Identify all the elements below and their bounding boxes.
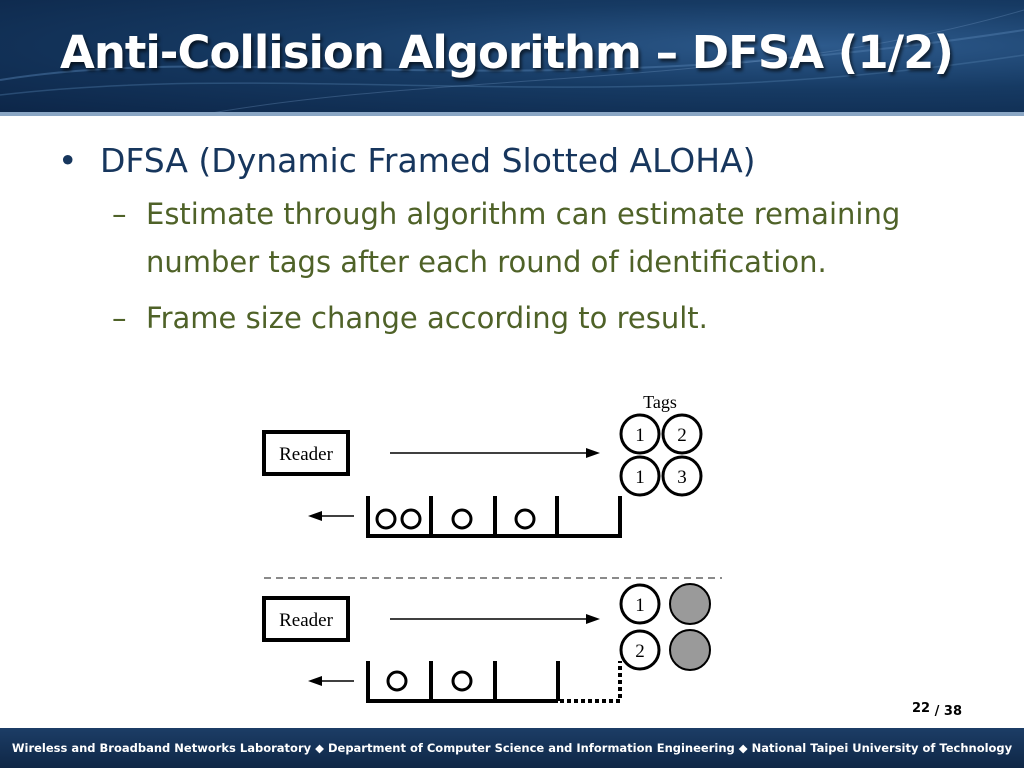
bullet-item: • DFSA (Dynamic Framed Slotted ALOHA): [58, 138, 958, 184]
reader-box-bottom: Reader: [262, 596, 350, 642]
header-divider: [0, 112, 1024, 116]
arrow-left-bottom: [308, 676, 354, 686]
tag-circle: 2: [619, 629, 661, 671]
dash-marker: –: [112, 197, 127, 231]
sub-bullet-text: Frame size change according to result.: [146, 301, 708, 335]
slide-header: Anti-Collision Algorithm – DFSA (1/2): [0, 0, 1024, 115]
tags-label: Tags: [643, 392, 677, 412]
arrow-left-top: [308, 511, 354, 521]
dash-marker: –: [112, 301, 127, 335]
bullet-list: • DFSA (Dynamic Framed Slotted ALOHA) – …: [58, 138, 958, 342]
page-number: 22 / 38: [912, 701, 962, 719]
tag-circle: 1: [619, 413, 661, 455]
page-total: / 38: [934, 704, 962, 719]
identified-tag-circle: [669, 629, 711, 671]
tag-circle: 1: [619, 583, 661, 625]
reader-label: Reader: [279, 444, 333, 465]
reader-box-top: Reader: [262, 430, 350, 476]
identified-tag-circle: [669, 583, 711, 625]
reader-label: Reader: [279, 610, 333, 631]
sub-bullet-item: – Frame size change according to result.: [112, 294, 958, 342]
tag-circle: 3: [661, 455, 703, 497]
bullet-text: DFSA (Dynamic Framed Slotted ALOHA): [100, 141, 756, 180]
bullet-marker: •: [58, 141, 78, 180]
sub-bullet-item: – Estimate through algorithm can estimat…: [112, 190, 958, 286]
tag-number: 2: [677, 425, 687, 446]
tag-number: 1: [635, 595, 645, 616]
slide-footer: Wireless and Broadband Networks Laborato…: [0, 728, 1024, 768]
tag-number: 2: [635, 641, 645, 662]
arrow-right-bottom: [390, 614, 600, 624]
slide-title: Anti-Collision Algorithm – DFSA (1/2): [60, 26, 954, 79]
frame-slots-bottom: [366, 661, 622, 703]
dfsa-diagram: Tags Reader 1 2 1 3: [262, 392, 722, 703]
tag-circle: 1: [619, 455, 661, 497]
sub-bullet-text: Estimate through algorithm can estimate …: [146, 197, 901, 279]
page-current: 22: [912, 701, 931, 716]
tag-number: 3: [677, 467, 687, 488]
tag-number: 1: [635, 425, 645, 446]
frame-slots-top: [366, 496, 622, 538]
arrow-right-top: [390, 448, 600, 458]
header-swoosh-decoration: [0, 9, 1024, 115]
tag-circle: 2: [661, 413, 703, 455]
tag-number: 1: [635, 467, 645, 488]
footer-text: Wireless and Broadband Networks Laborato…: [11, 741, 1013, 755]
